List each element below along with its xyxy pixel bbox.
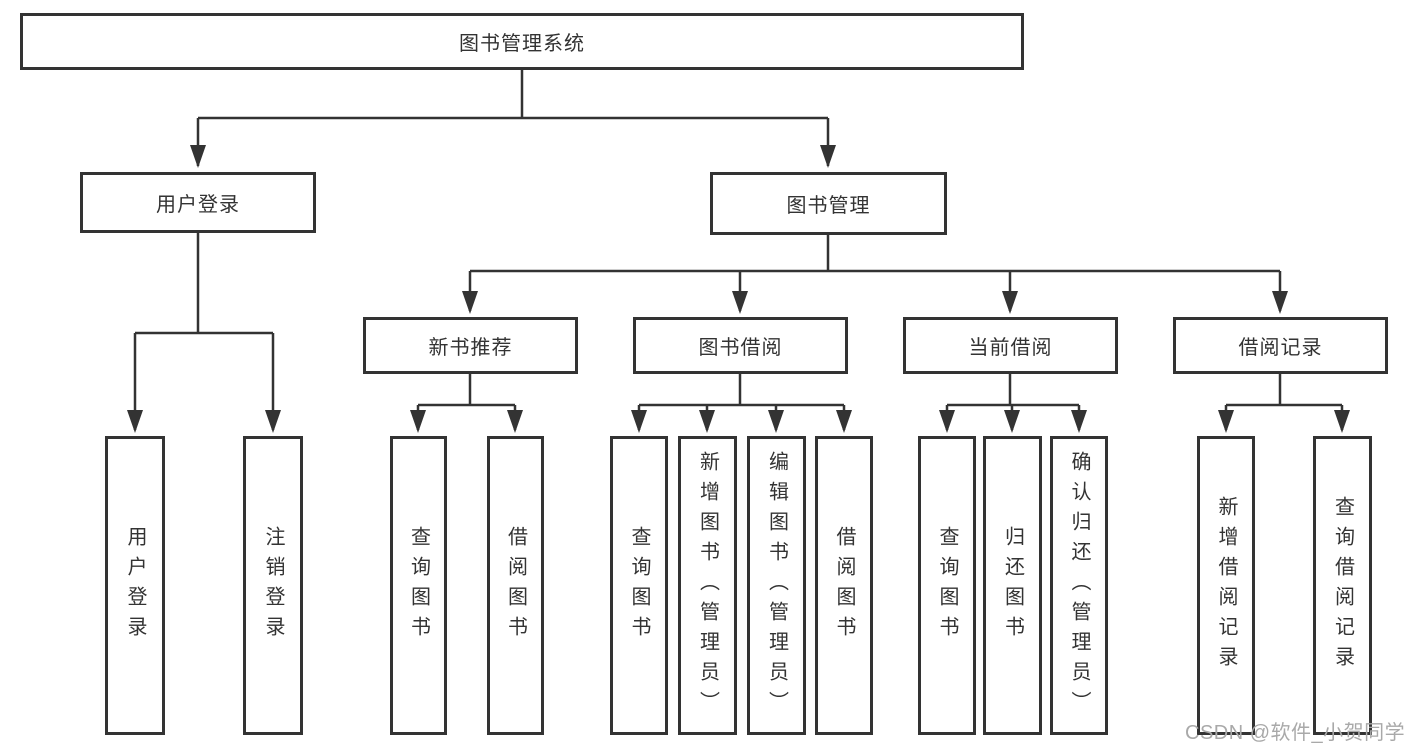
leaf-label: 编辑图书（管理员） (765, 450, 788, 721)
leaf-label: 确认归还（管理员） (1068, 450, 1090, 721)
node-book-borrowing: 图书借阅 (633, 317, 848, 374)
leaf-label: 查询借阅记录 (1331, 495, 1354, 676)
csdn-watermark: CSDN @软件_小贺同学 (1185, 722, 1405, 744)
node-label: 当前借阅 (968, 337, 1053, 359)
leaf-label: 新增借阅记录 (1215, 495, 1237, 676)
leaf-label: 查询图书 (407, 525, 430, 646)
leaf-add-books-admin: 新增图书（管理员） (678, 436, 737, 735)
leaf-query-books-1: 查询图书 (390, 436, 447, 735)
node-current-borrowing: 当前借阅 (903, 317, 1118, 374)
node-user-login: 用户登录 (80, 172, 316, 233)
leaf-label: 借阅图书 (504, 525, 527, 646)
leaf-label: 借阅图书 (833, 525, 855, 646)
leaf-label: 新增图书（管理员） (696, 450, 719, 721)
leaf-logout: 注销登录 (243, 436, 303, 735)
node-book-management: 图书管理 (710, 172, 947, 235)
leaf-label: 归还图书 (1001, 525, 1024, 646)
node-book-management-label: 图书管理 (786, 195, 871, 217)
leaf-label: 用户登录 (124, 525, 146, 646)
node-label: 借阅记录 (1238, 337, 1323, 359)
node-user-login-label: 用户登录 (156, 194, 240, 216)
leaf-confirm-return-admin: 确认归还（管理员） (1050, 436, 1108, 735)
leaf-label: 注销登录 (262, 525, 284, 646)
leaf-query-books-2: 查询图书 (610, 436, 668, 735)
node-label: 图书借阅 (698, 337, 783, 359)
leaf-add-borrow-record: 新增借阅记录 (1197, 436, 1255, 735)
leaf-borrow-books-1: 借阅图书 (487, 436, 544, 735)
node-root: 图书管理系统 (20, 13, 1024, 70)
leaf-label: 查询图书 (628, 525, 650, 646)
node-label: 新书推荐 (428, 337, 513, 359)
leaf-query-books-3: 查询图书 (918, 436, 976, 735)
leaf-query-borrow-record: 查询借阅记录 (1313, 436, 1372, 735)
leaf-return-books: 归还图书 (983, 436, 1042, 735)
node-borrowing-records: 借阅记录 (1173, 317, 1388, 374)
connector-lines (133, 70, 1344, 430)
leaf-label: 查询图书 (936, 525, 958, 646)
node-new-book-recommendation: 新书推荐 (363, 317, 578, 374)
leaf-user-login: 用户登录 (105, 436, 165, 735)
node-root-label: 图书管理系统 (459, 33, 585, 55)
leaf-borrow-books-2: 借阅图书 (815, 436, 873, 735)
leaf-edit-books-admin: 编辑图书（管理员） (747, 436, 806, 735)
